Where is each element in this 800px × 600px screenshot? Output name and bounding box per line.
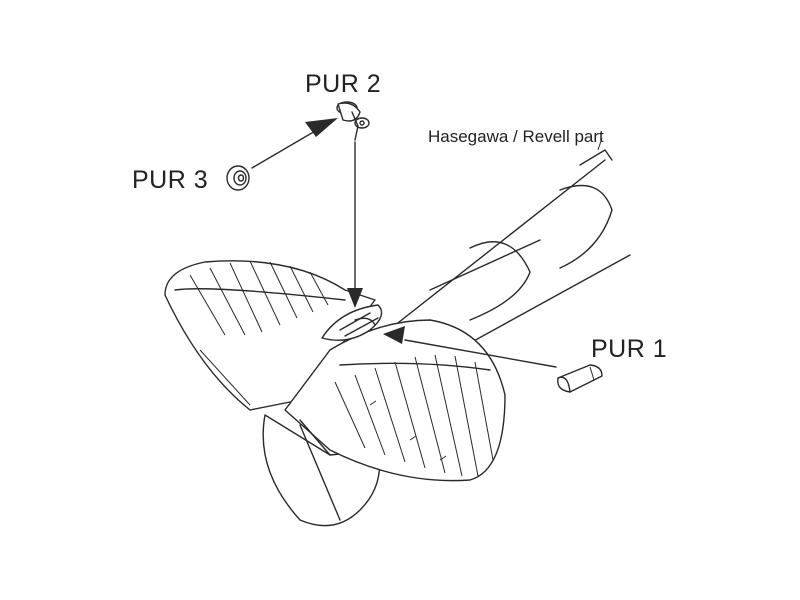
right-stabilizer: [284, 319, 506, 482]
arrow-pur3-to-pur2: [305, 118, 338, 137]
arrow-pur1-to-bay: [383, 326, 405, 344]
leader-lines: [251, 118, 603, 368]
pur1-resin-part: [557, 364, 603, 393]
pur1-label: PUR 1: [591, 335, 668, 363]
arrow-pur2-to-bay: [347, 288, 363, 308]
kit-part-label: Hasegawa / Revell part: [428, 127, 604, 146]
pur3-tailwheel-part: [226, 165, 250, 191]
pur3-label: PUR 3: [132, 166, 209, 194]
vertical-fin: [262, 414, 381, 527]
pur2-label: PUR 2: [305, 70, 382, 98]
left-stabilizer: [164, 260, 376, 411]
tailwheel-bay: [321, 304, 383, 341]
pur2-tailwheel-fork-part: [336, 101, 370, 141]
